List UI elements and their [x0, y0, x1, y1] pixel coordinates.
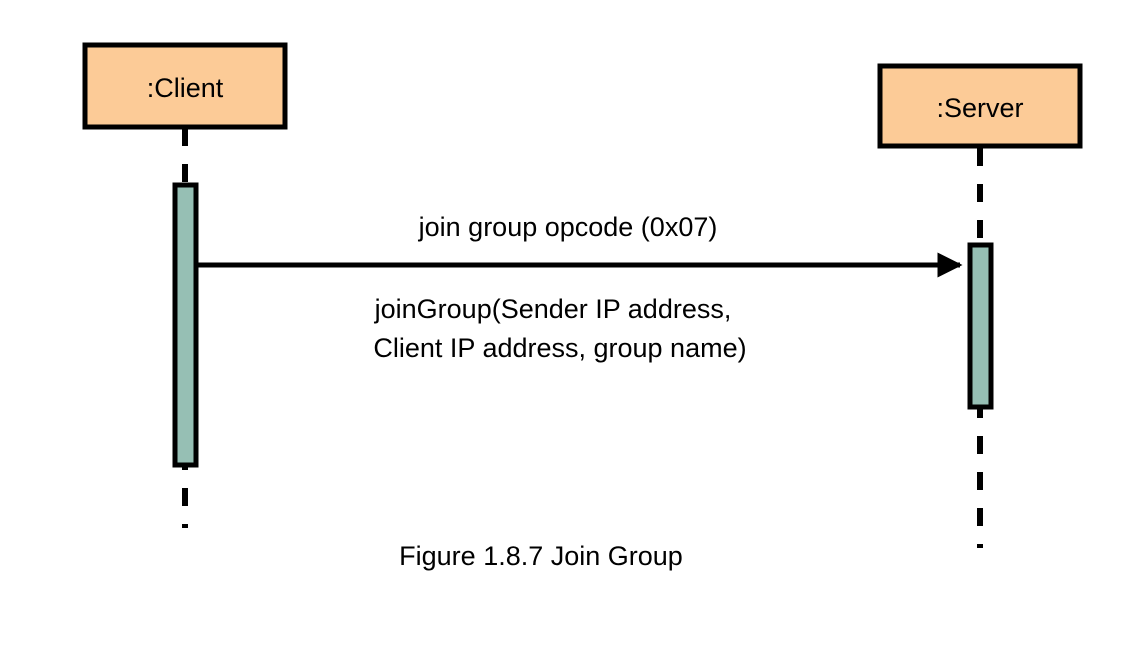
client-actor: :Client — [82, 42, 288, 130]
server-activation-bar — [967, 242, 994, 410]
opcode-label: join group opcode (0x07) — [418, 212, 718, 242]
call-signature-line-2: Client IP address, group name) — [373, 333, 746, 363]
client-activation-bar — [172, 182, 199, 468]
client-actor-label: :Client — [147, 73, 224, 103]
server-actor-label: :Server — [936, 93, 1023, 123]
call-signature-line-1: joinGroup(Sender IP address, — [374, 294, 732, 324]
server-actor-box — [877, 63, 1083, 149]
client-actor-box — [82, 42, 288, 130]
figure-caption: Figure 1.8.7 Join Group — [399, 541, 683, 571]
server-actor: :Server — [877, 63, 1083, 149]
